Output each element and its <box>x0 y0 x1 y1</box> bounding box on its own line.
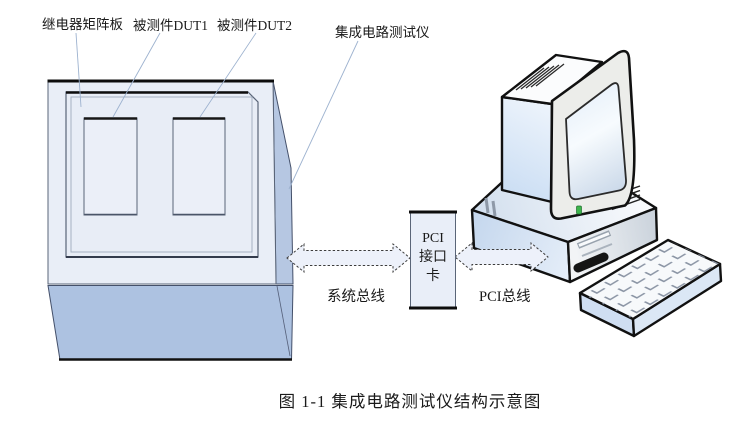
pci-card-line-3: 卡 <box>426 268 440 284</box>
monitor-vent-lines <box>515 63 565 91</box>
label-dut2: 被测件DUT2 <box>217 18 292 33</box>
label-relay-matrix-board: 继电器矩阵板 <box>42 17 123 32</box>
leader-line-dut1 <box>112 32 161 118</box>
monitor <box>500 49 636 220</box>
monitor-screen <box>565 82 627 201</box>
case-dark-bay-slot <box>573 252 609 273</box>
instrument-chassis <box>47 79 294 361</box>
pci-card-line-1: PCI <box>422 231 444 246</box>
pci-card-line-2: 接口 <box>419 248 447 265</box>
pci-bus-arrow <box>454 241 549 273</box>
chassis-base-crease <box>276 285 291 357</box>
label-dut1: 被测件DUT1 <box>133 18 208 33</box>
computer <box>470 49 723 338</box>
power-led <box>576 205 582 215</box>
keyboard-keys <box>580 240 720 319</box>
leader-line-relay-matrix <box>75 32 82 108</box>
keyboard <box>578 238 723 338</box>
chassis-base <box>47 285 294 361</box>
case-thin-slot <box>581 243 613 257</box>
label-pci-bus: PCI总线 <box>479 288 531 305</box>
floppy-drive-slot <box>576 230 612 249</box>
label-system-bus: 系统总线 <box>327 288 385 305</box>
label-tester: 集成电路测试仪 <box>335 25 430 40</box>
figure-caption: 图 1-1 集成电路测试仪结构示意图 <box>279 392 542 411</box>
leader-line-dut2 <box>199 32 257 118</box>
system-bus-arrow <box>286 242 411 274</box>
inner-panel-groove <box>70 96 253 253</box>
case-left-vent-slots <box>484 197 497 217</box>
monitor-back-top-face <box>500 53 604 106</box>
leader-lines <box>75 32 359 190</box>
dut2-socket <box>172 117 226 216</box>
leader-line-tester <box>288 40 359 190</box>
pci-interface-card: PCI 接口 卡 <box>409 210 457 310</box>
dut1-socket <box>83 117 138 216</box>
dut1-socket-body <box>83 117 138 216</box>
monitor-back-left-face <box>500 95 554 204</box>
dut2-socket-body <box>172 117 226 216</box>
